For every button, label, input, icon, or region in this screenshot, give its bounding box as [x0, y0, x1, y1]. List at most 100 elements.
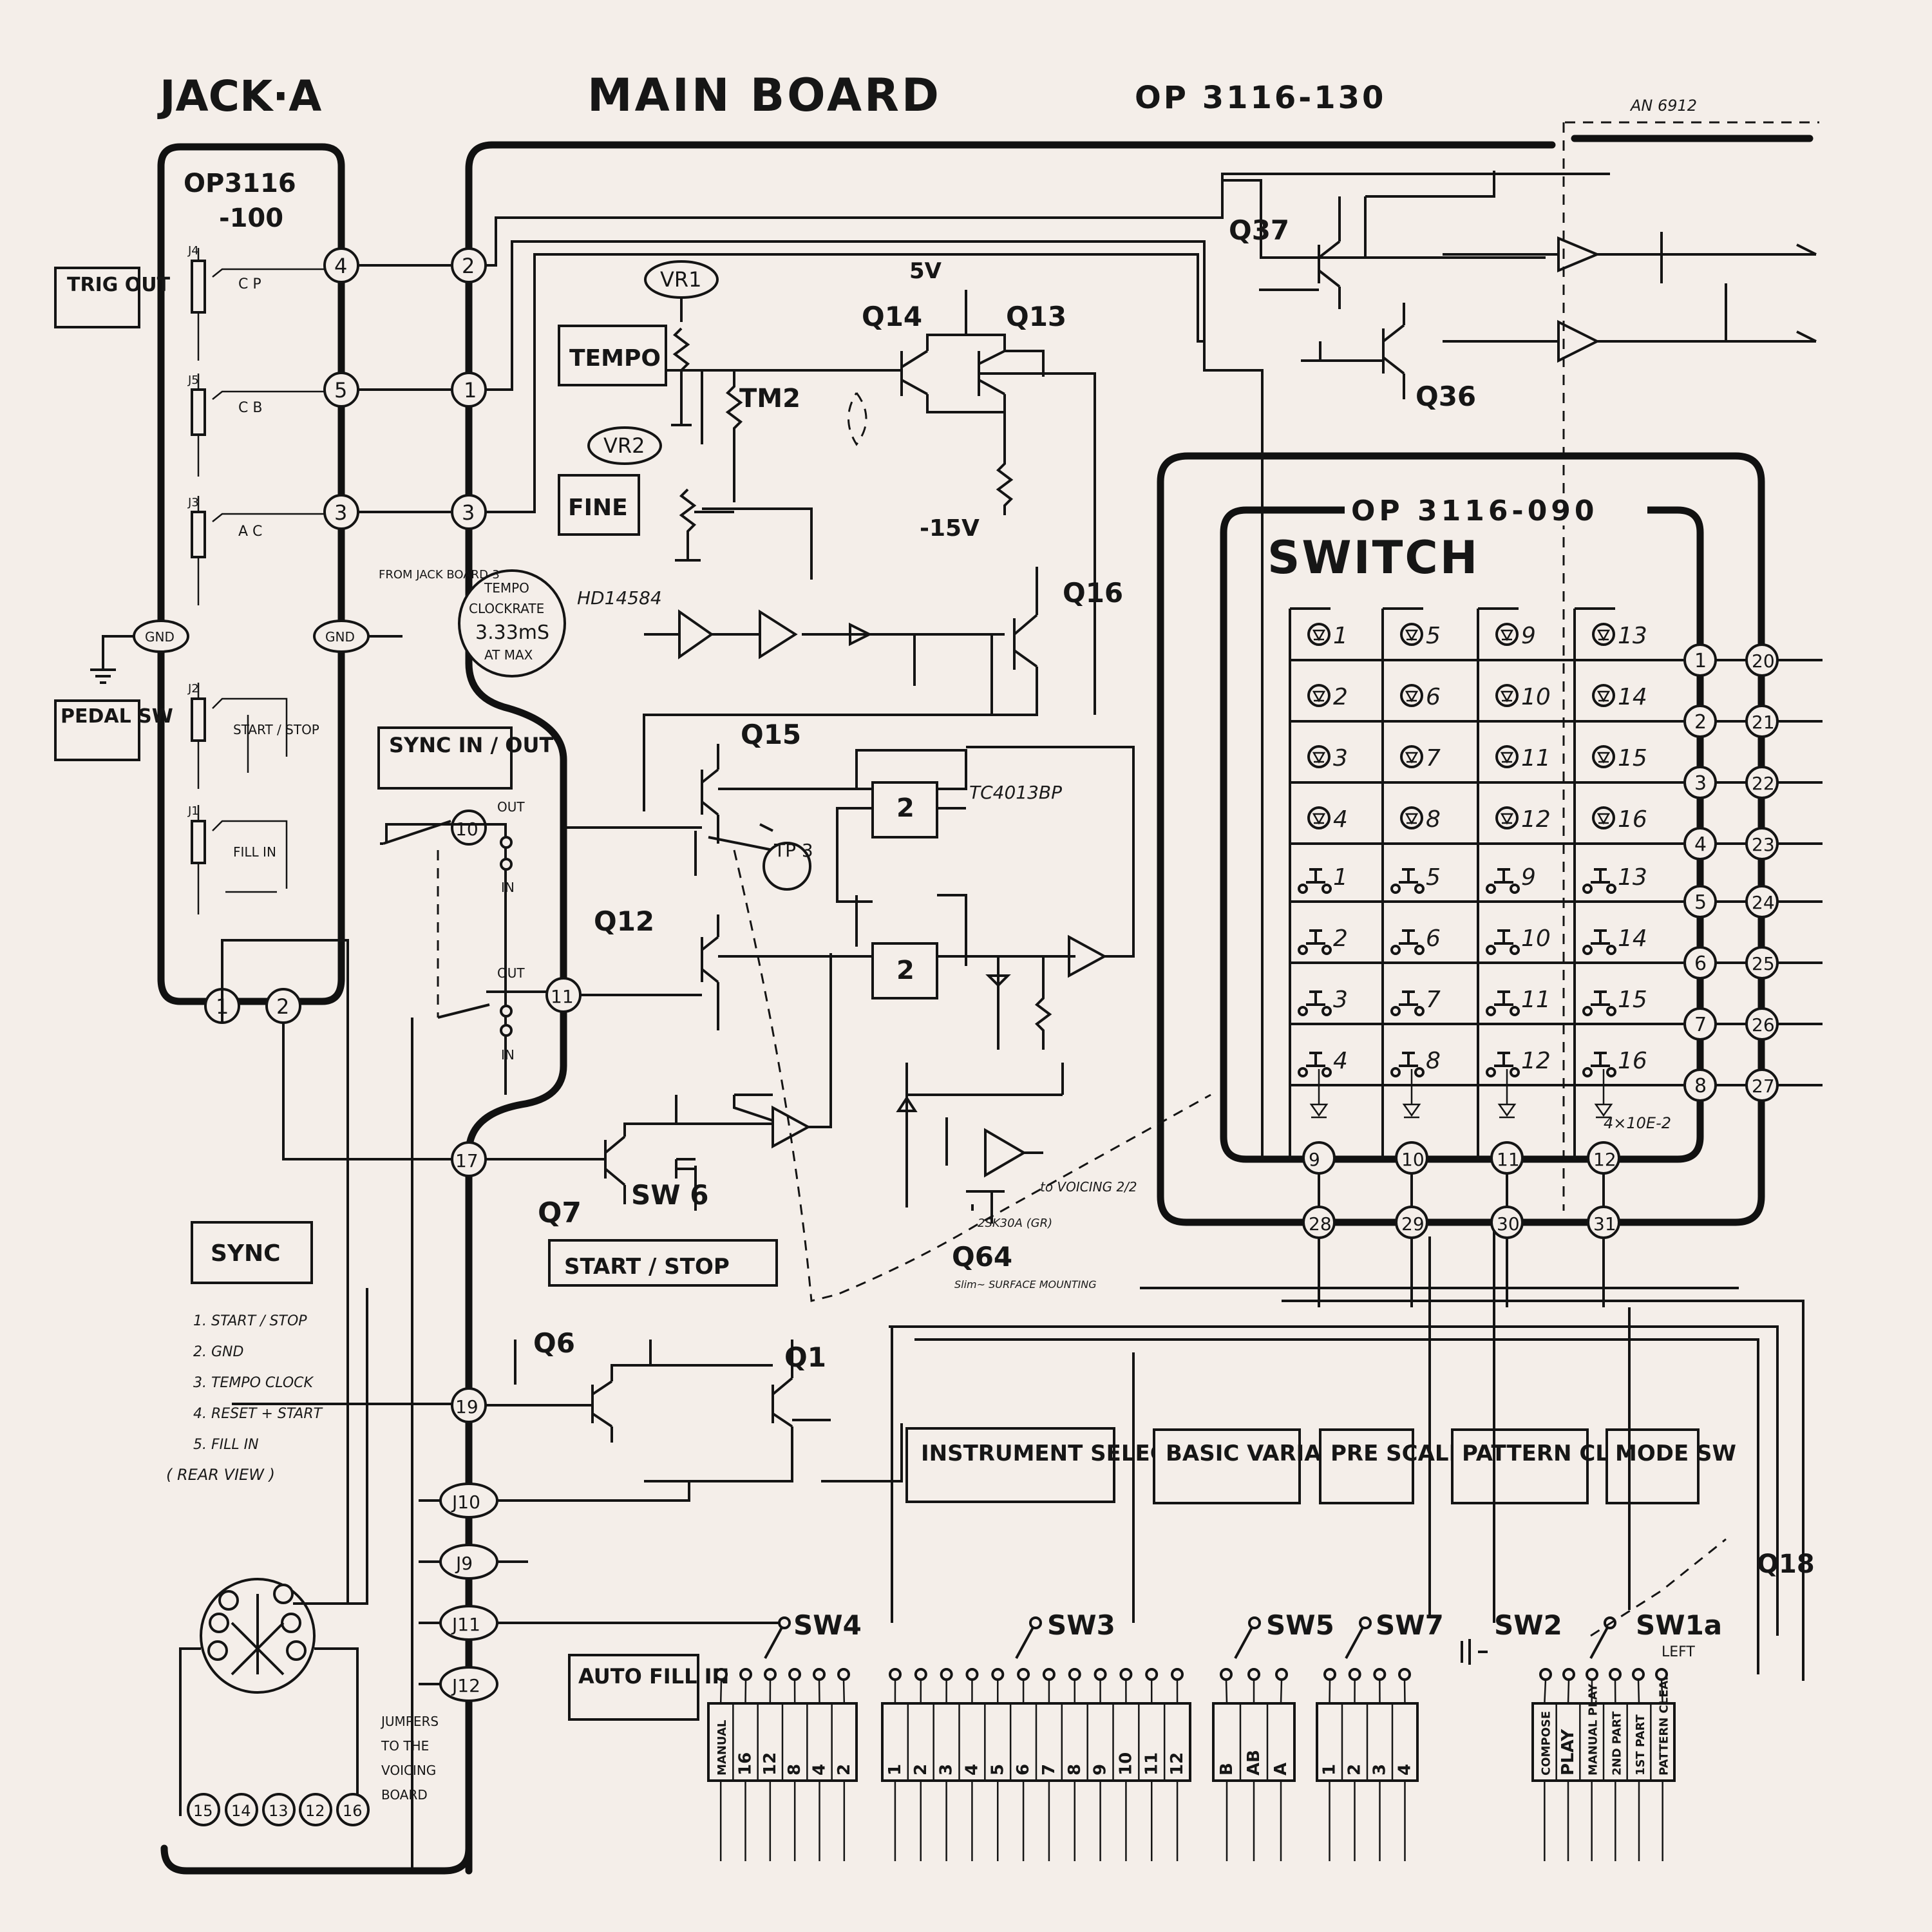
matrix-cell-number: 13 — [1618, 623, 1647, 649]
start-stop-box: START / STOP — [548, 1239, 778, 1287]
matrix-cell-number: 8 — [1426, 806, 1441, 833]
svg-text:J12: J12 — [451, 1675, 480, 1696]
column-node-number: 12 — [1593, 1149, 1616, 1170]
key-switch — [1591, 990, 1610, 1006]
q14-label: Q14 — [862, 301, 922, 332]
bottom-nodes: 15 14 13 12 16 — [187, 1793, 370, 1826]
sw1a-sub: LEFT — [1662, 1644, 1695, 1660]
right-node-number: 20 — [1752, 650, 1775, 672]
flipflop-lower: 2 — [871, 942, 938, 999]
sw4-position-label: 2 — [835, 1764, 854, 1776]
din-connector — [200, 1578, 316, 1694]
sw1a-terminal — [1586, 1668, 1598, 1681]
q7-circuit — [282, 953, 832, 1204]
q36-label: Q36 — [1416, 381, 1476, 412]
jack-j4: J4 C P — [187, 244, 335, 361]
tempo-box: TEMPO — [558, 325, 667, 386]
panel-routing — [821, 1230, 1804, 1681]
pedal-sw-box: PEDAL SW — [54, 699, 173, 761]
svg-text:15: 15 — [193, 1802, 213, 1820]
sw3-terminal — [889, 1668, 902, 1681]
to-voicing-note: to VOICING 2/2 — [1040, 1179, 1137, 1195]
jack-board-outline — [157, 143, 345, 1005]
sw3-wiper — [1015, 1622, 1037, 1659]
svg-text:14: 14 — [231, 1802, 251, 1820]
svg-text:BOARD: BOARD — [381, 1787, 428, 1803]
sw7-label: SW7 — [1376, 1609, 1444, 1641]
right-node — [1745, 1007, 1779, 1041]
ribbon-links — [419, 1481, 779, 1685]
led-indicator — [1495, 684, 1519, 707]
key-switch — [1591, 868, 1610, 884]
svg-text:TP 3: TP 3 — [773, 840, 813, 861]
q37-label: Q37 — [1229, 214, 1289, 246]
auto-fill-in-box: AUTO FILL IN — [568, 1654, 729, 1721]
bus-node-17: 17 — [451, 1141, 487, 1177]
jack-j2-label: START / STOP — [233, 722, 319, 737]
svg-text:IN: IN — [501, 1047, 515, 1063]
svg-text:1: 1 — [464, 378, 477, 402]
key-switch — [1494, 1052, 1513, 1067]
sync-pin-3: 3. TEMPO CLOCK — [193, 1375, 314, 1391]
sw1a-terminal — [1539, 1668, 1552, 1681]
row-node-number: 1 — [1694, 650, 1707, 672]
svg-text:J11: J11 — [451, 1614, 480, 1635]
q64-note: Slim~ SURFACE MOUNTING — [954, 1278, 1097, 1291]
top-bus — [465, 141, 1556, 313]
tm2-dashed — [848, 392, 867, 446]
row-node-number: 7 — [1694, 1014, 1707, 1036]
key-switch — [1399, 868, 1418, 884]
column-node-number: 11 — [1497, 1149, 1520, 1170]
sync-dashed-links — [437, 849, 1211, 1302]
matrix-cell-number: 6 — [1426, 684, 1441, 710]
svg-text:3.33mS: 3.33mS — [475, 621, 549, 644]
q16-label: Q16 — [1063, 577, 1123, 609]
switch-board-outer — [1157, 452, 1765, 1226]
sw3-terminal — [1068, 1668, 1081, 1681]
matrix-cell-number: 6 — [1426, 925, 1441, 952]
q37-q36-transistors — [1259, 196, 1558, 399]
svg-text:11: 11 — [551, 986, 574, 1007]
sync-throw-lower: 11 OUT IN — [411, 965, 582, 1868]
sw4-terminal — [715, 1668, 728, 1681]
tm2-label: TM2 — [739, 384, 800, 413]
q18-label: Q18 — [1757, 1549, 1815, 1579]
sw6-label: SW 6 — [631, 1179, 708, 1211]
node-j9: J9 — [439, 1544, 498, 1580]
sync-box: SYNC — [191, 1221, 313, 1284]
fine-pot — [675, 488, 734, 562]
q6-label: Q6 — [533, 1327, 575, 1359]
led-indicator — [1400, 684, 1423, 707]
led-indicator — [1495, 806, 1519, 829]
svg-text:CLOCKRATE: CLOCKRATE — [469, 601, 544, 616]
svg-text:3: 3 — [334, 500, 347, 525]
right-node-number: 26 — [1752, 1014, 1775, 1036]
svg-text:OUT: OUT — [497, 965, 525, 981]
vr2-label: VR2 — [587, 426, 662, 465]
row-node-number: 2 — [1694, 711, 1707, 734]
sw3-position-label: 2 — [911, 1764, 931, 1776]
right-node — [1745, 766, 1779, 799]
led-indicator — [1592, 806, 1615, 829]
matrix-cell-number: 16 — [1618, 806, 1647, 833]
svg-text:GND: GND — [145, 629, 175, 645]
key-switch — [1399, 1052, 1418, 1067]
led-indicator — [1307, 684, 1331, 707]
sw1a-wiper — [1589, 1622, 1611, 1659]
jumpers-note: JUMPERS TO THE VOICING BOARD — [380, 1714, 439, 1803]
key-switch — [1591, 929, 1610, 945]
svg-text:16: 16 — [343, 1802, 363, 1820]
jfet-label: 2SK30A (GR) — [978, 1217, 1052, 1230]
svg-text:VR2: VR2 — [603, 433, 645, 458]
sw2-label: SW2 — [1494, 1609, 1562, 1641]
sw1a-terminal — [1609, 1668, 1622, 1681]
matrix-cell-number: 11 — [1521, 987, 1551, 1013]
jack-j3: J3 A C — [187, 496, 335, 605]
jack-j5: J5 C B — [187, 374, 335, 477]
matrix-cell-number: 4 — [1333, 1048, 1348, 1074]
switch-board-part: OP 3116-090 — [1351, 495, 1598, 527]
sw1a-terminal — [1632, 1668, 1645, 1681]
